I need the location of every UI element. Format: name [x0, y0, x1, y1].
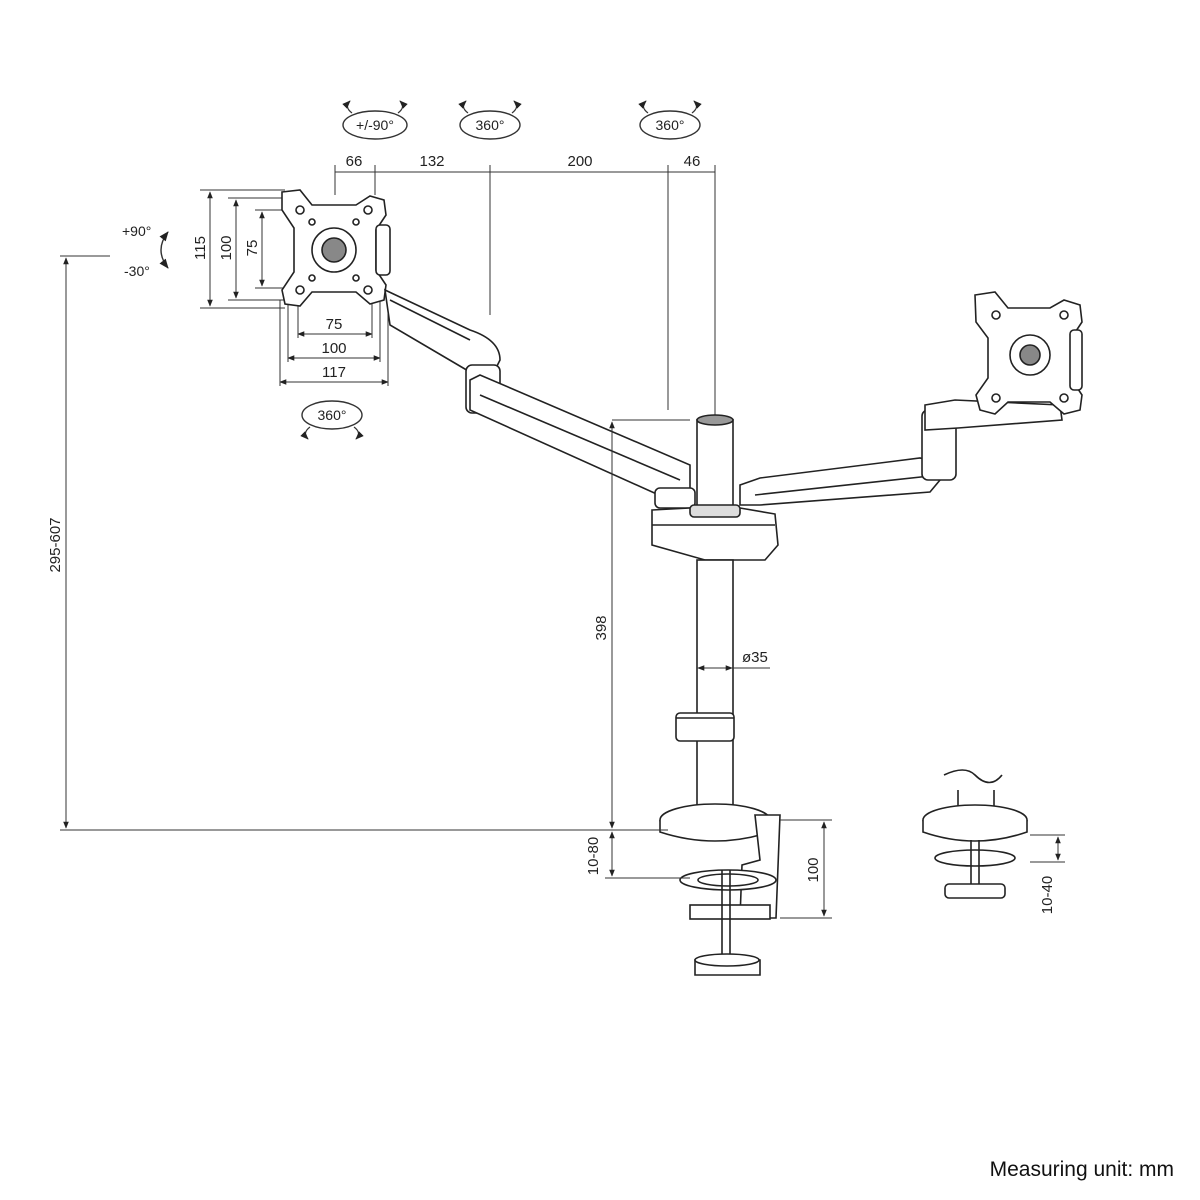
tilt-down-label: -30° [124, 263, 150, 279]
pole-joint-rotation-label: 360° [656, 117, 685, 133]
tilt-range-indicator: +90° -30° [122, 223, 169, 279]
tilt-up-label: +90° [122, 223, 151, 239]
dim-height-range: 295-607 [47, 517, 64, 572]
right-vesa-plate [974, 291, 1083, 415]
dim-vesa-w-100: 100 [321, 340, 346, 357]
dim-arm-132: 132 [419, 153, 444, 170]
tilt-rotation-label: +/-90° [356, 117, 394, 133]
desk-clamp [659, 803, 781, 976]
arm-dimension-lines [334, 165, 716, 415]
rotation-badge-pole: 360° [638, 100, 702, 140]
rotation-badge-head: 360° [300, 400, 364, 440]
dim-arm-66: 66 [346, 153, 363, 170]
dim-arm-200: 200 [567, 153, 592, 170]
rotation-badge-tilt: +/-90° [342, 100, 408, 140]
dim-vesa-w-117: 117 [322, 364, 346, 381]
dim-pole-diameter: ø35 [742, 649, 768, 666]
dim-vesa-w-75: 75 [326, 316, 343, 333]
dim-vesa-h-100: 100 [218, 235, 235, 260]
height-dimension-lines [60, 255, 1065, 919]
dim-desk-clamp: 10-80 [585, 837, 602, 875]
vesa-height-dimension-lines [200, 189, 285, 309]
grommet-detail [922, 769, 1028, 899]
rotation-badge-mid: 360° [458, 100, 522, 140]
dim-arm-46: 46 [684, 153, 701, 170]
right-arm [739, 399, 1063, 506]
left-arm [383, 288, 696, 509]
measuring-unit-note: Measuring unit: mm [989, 1158, 1174, 1181]
dim-vesa-h-115: 115 [192, 236, 209, 260]
head-rotation-label: 360° [318, 407, 347, 423]
dim-pole-height: 398 [593, 615, 610, 640]
left-vesa-plate [281, 189, 391, 307]
mid-joint-rotation-label: 360° [476, 117, 505, 133]
pole-assembly [651, 414, 779, 816]
dim-clamp-depth: 100 [805, 857, 822, 882]
dim-vesa-h-75: 75 [244, 240, 261, 257]
dim-grommet: 10-40 [1039, 876, 1056, 914]
